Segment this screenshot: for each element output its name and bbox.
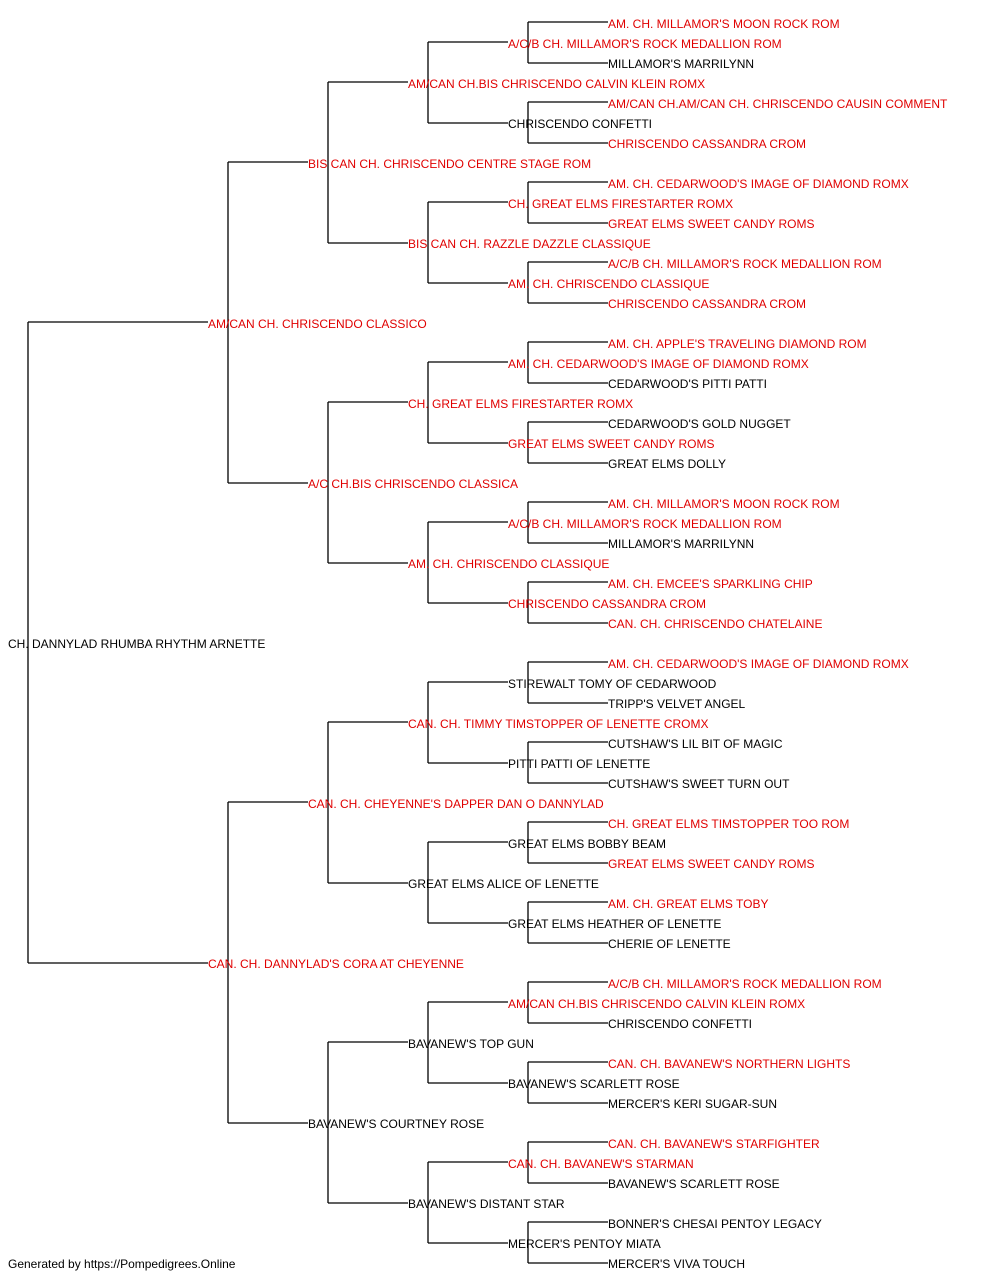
ancestor-name: BIS CAN CH. CHRISCENDO CENTRE STAGE ROM [308, 157, 591, 171]
ancestor-name: CH. GREAT ELMS FIRESTARTER ROMX [508, 197, 733, 211]
ancestor-name: BAVANEW'S COURTNEY ROSE [308, 1117, 484, 1131]
ancestor-name: AM/CAN CH.BIS CHRISCENDO CALVIN KLEIN RO… [408, 77, 705, 91]
ancestor-name: CHRISCENDO CASSANDRA CROM [608, 137, 806, 151]
ancestor-name: AM. CH. CEDARWOOD'S IMAGE OF DIAMOND ROM… [608, 657, 909, 671]
ancestor-name: A/C/B CH. MILLAMOR'S ROCK MEDALLION ROM [508, 37, 782, 51]
ancestor-name: MERCER'S PENTOY MIATA [508, 1237, 661, 1251]
ancestor-name: BIS CAN CH. RAZZLE DAZZLE CLASSIQUE [408, 237, 651, 251]
ancestor-name: GREAT ELMS SWEET CANDY ROMS [508, 437, 714, 451]
ancestor-name: A/C/B CH. MILLAMOR'S ROCK MEDALLION ROM [608, 977, 882, 991]
ancestor-name: CAN. CH. BAVANEW'S STARMAN [508, 1157, 694, 1171]
pedigree-connector-lines [27, 21, 608, 1264]
ancestor-name: A/C CH.BIS CHRISCENDO CLASSICA [308, 477, 518, 491]
ancestor-name: A/C/B CH. MILLAMOR'S ROCK MEDALLION ROM [608, 257, 882, 271]
pedigree-name-labels: CH. DANNYLAD RHUMBA RHYTHM ARNETTE AM/CAN… [8, 17, 948, 1271]
generated-by-footer: Generated by https://Pompedigrees.Online [8, 1257, 236, 1271]
ancestor-name: CHERIE OF LENETTE [608, 937, 731, 951]
ancestor-name: AM. CH. CHRISCENDO CLASSIQUE [508, 277, 709, 291]
ancestor-name: MERCER'S VIVA TOUCH [608, 1257, 745, 1271]
ancestor-name: CH. GREAT ELMS FIRESTARTER ROMX [408, 397, 633, 411]
ancestor-name: GREAT ELMS HEATHER OF LENETTE [508, 917, 721, 931]
ancestor-name: GREAT ELMS SWEET CANDY ROMS [608, 217, 814, 231]
ancestor-name: BAVANEW'S SCARLETT ROSE [608, 1177, 780, 1191]
ancestor-name: BAVANEW'S DISTANT STAR [408, 1197, 565, 1211]
ancestor-name: GREAT ELMS DOLLY [608, 457, 726, 471]
ancestor-name: CAN. CH. DANNYLAD'S CORA AT CHEYENNE [208, 957, 464, 971]
ancestor-name: AM. CH. APPLE'S TRAVELING DIAMOND ROM [608, 337, 867, 351]
ancestor-name: BONNER'S CHESAI PENTOY LEGACY [608, 1217, 822, 1231]
subject-dog-name: CH. DANNYLAD RHUMBA RHYTHM ARNETTE [8, 637, 265, 651]
ancestor-name: AM/CAN CH. CHRISCENDO CLASSICO [208, 317, 427, 331]
ancestor-name: CHRISCENDO CASSANDRA CROM [508, 597, 706, 611]
ancestor-name: CAN. CH. TIMMY TIMSTOPPER OF LENETTE CRO… [408, 717, 708, 731]
ancestor-name: MILLAMOR'S MARRILYNN [608, 57, 754, 71]
ancestor-name: TRIPP'S VELVET ANGEL [608, 697, 746, 711]
ancestor-name: BAVANEW'S TOP GUN [408, 1037, 534, 1051]
ancestor-name: CAN. CH. CHRISCENDO CHATELAINE [608, 617, 822, 631]
ancestor-name: CH. GREAT ELMS TIMSTOPPER TOO ROM [608, 817, 849, 831]
ancestor-name: CHRISCENDO CASSANDRA CROM [608, 297, 806, 311]
ancestor-name: A/C/B CH. MILLAMOR'S ROCK MEDALLION ROM [508, 517, 782, 531]
ancestor-name: CUTSHAW'S LIL BIT OF MAGIC [608, 737, 783, 751]
ancestor-name: PITTI PATTI OF LENETTE [508, 757, 650, 771]
ancestor-name: AM. CH. MILLAMOR'S MOON ROCK ROM [608, 497, 840, 511]
ancestor-name: AM. CH. GREAT ELMS TOBY [608, 897, 768, 911]
ancestor-name: MILLAMOR'S MARRILYNN [608, 537, 754, 551]
ancestor-name: CAN. CH. BAVANEW'S NORTHERN LIGHTS [608, 1057, 850, 1071]
ancestor-name: CUTSHAW'S SWEET TURN OUT [608, 777, 790, 791]
ancestor-name: GREAT ELMS SWEET CANDY ROMS [608, 857, 814, 871]
ancestor-name: AM. CH. MILLAMOR'S MOON ROCK ROM [608, 17, 840, 31]
ancestor-name: AM/CAN CH.AM/CAN CH. CHRISCENDO CAUSIN C… [608, 97, 948, 111]
ancestor-name: MERCER'S KERI SUGAR-SUN [608, 1097, 777, 1111]
ancestor-name: AM/CAN CH.BIS CHRISCENDO CALVIN KLEIN RO… [508, 997, 805, 1011]
ancestor-name: CHRISCENDO CONFETTI [508, 117, 652, 131]
ancestor-name: AM. CH. CEDARWOOD'S IMAGE OF DIAMOND ROM… [608, 177, 909, 191]
ancestor-name: AM. CH. CEDARWOOD'S IMAGE OF DIAMOND ROM… [508, 357, 809, 371]
ancestor-name: STIREWALT TOMY OF CEDARWOOD [508, 677, 717, 691]
ancestor-name: CEDARWOOD'S PITTI PATTI [608, 377, 767, 391]
ancestor-name: CHRISCENDO CONFETTI [608, 1017, 752, 1031]
ancestor-name: GREAT ELMS BOBBY BEAM [508, 837, 666, 851]
ancestor-name: CAN. CH. CHEYENNE'S DAPPER DAN O DANNYLA… [308, 797, 604, 811]
ancestor-name: CAN. CH. BAVANEW'S STARFIGHTER [608, 1137, 820, 1151]
ancestor-name: AM. CH. EMCEE'S SPARKLING CHIP [608, 577, 813, 591]
ancestor-name: CEDARWOOD'S GOLD NUGGET [608, 417, 791, 431]
ancestor-name: AM. CH. CHRISCENDO CLASSIQUE [408, 557, 609, 571]
ancestor-name: BAVANEW'S SCARLETT ROSE [508, 1077, 680, 1091]
ancestor-name: GREAT ELMS ALICE OF LENETTE [408, 877, 599, 891]
